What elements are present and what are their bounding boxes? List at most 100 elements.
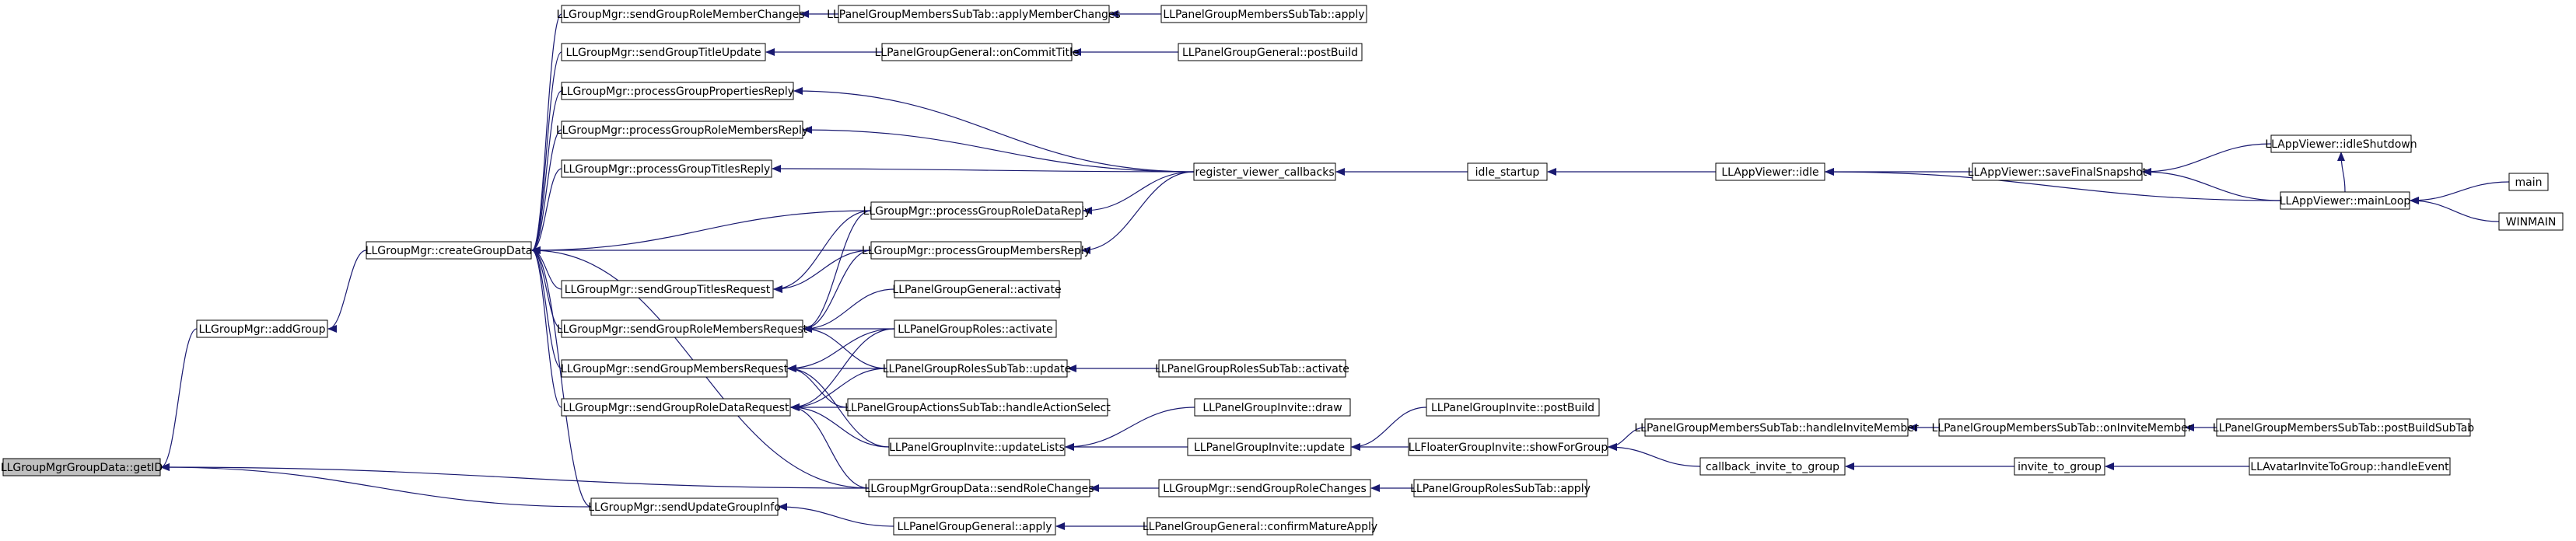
- node-box: [2498, 212, 2564, 231]
- node-box: [2508, 173, 2549, 191]
- node-rolesSubTabActivate[interactable]: LLPanelGroupRolesSubTab::activate: [1155, 359, 1349, 378]
- node-sendGroupRoleMemberChanges[interactable]: LLGroupMgr::sendGroupRoleMemberChanges: [556, 5, 805, 23]
- node-register_viewer_callbacks[interactable]: register_viewer_callbacks: [1193, 162, 1336, 181]
- node-callback_invite_to_group[interactable]: callback_invite_to_group: [1699, 457, 1846, 476]
- node-processGroupRoleDataReply[interactable]: LLGroupMgr::processGroupRoleDataReply: [863, 201, 1091, 220]
- node-box: [868, 479, 1090, 497]
- edge-processGroupPropertiesReply-to-createGroupData: [531, 90, 562, 254]
- edge-processGroupMembersReply-to-sendGroupTitlesRequest: [773, 250, 872, 293]
- edge-generalApply-to-sendUpdateGroupInfo: [778, 503, 894, 527]
- node-label: LLPanelGroupGeneral::activate: [892, 284, 1061, 296]
- node-label: LLPanelGroupMembersSubTab::applyMemberCh…: [827, 9, 1121, 21]
- node-label: LLPanelGroupInvite::updateLists: [889, 442, 1065, 454]
- node-processGroupRoleMembersReply[interactable]: LLGroupMgr::processGroupRoleMembersReply: [556, 120, 808, 139]
- node-sendRoleChanges[interactable]: LLGroupMgrGroupData::sendRoleChanges: [864, 479, 1094, 497]
- node-sendGroupMembersRequest[interactable]: LLGroupMgr::sendGroupMembersRequest: [561, 359, 789, 378]
- node-box: [2249, 457, 2451, 476]
- node-invite_to_group[interactable]: invite_to_group: [2014, 457, 2105, 476]
- node-inviteUpdate[interactable]: LLPanelGroupInvite::update: [1187, 438, 1352, 456]
- edge-sendUpdateGroupInfo-to-createGroupData: [531, 246, 592, 508]
- node-box: [561, 319, 803, 338]
- node-label: LLPanelGroupInvite::update: [1194, 442, 1345, 454]
- node-postBuild[interactable]: LLPanelGroupGeneral::postBuild: [1178, 43, 1363, 61]
- node-label: LLPanelGroupMembersSubTab::handleInviteM…: [1634, 422, 1918, 435]
- node-label: LLGroupMgr::sendUpdateGroupInfo: [588, 501, 781, 514]
- node-label: LLGroupMgr::sendGroupRoleMembersRequest: [557, 323, 808, 336]
- node-membersApply[interactable]: LLPanelGroupMembersSubTab::apply: [1160, 5, 1367, 23]
- node-label: LLGroupMgr::processGroupTitlesReply: [563, 163, 771, 176]
- node-processGroupMembersReply[interactable]: LLGroupMgr::processGroupMembersReply: [862, 241, 1090, 260]
- node-box: [1413, 479, 1587, 497]
- node-box: [893, 517, 1056, 536]
- node-box: [1972, 162, 2143, 181]
- node-box: [561, 120, 803, 139]
- node-box: [1158, 479, 1371, 497]
- node-rolesActivate[interactable]: LLPanelGroupRoles::activate: [894, 319, 1057, 338]
- node-box: [1160, 5, 1367, 23]
- node-box: [1187, 438, 1352, 456]
- node-label: LLPanelGroupRoles::activate: [898, 323, 1053, 336]
- edge-sendGroupRoleMemberChanges-to-createGroupData: [531, 13, 562, 254]
- node-box: [1146, 517, 1374, 536]
- node-onInviteMember[interactable]: LLPanelGroupMembersSubTab::onInviteMembe…: [1932, 418, 2193, 437]
- node-showForGroup[interactable]: LLFloaterGroupInvite::showForGroup: [1408, 438, 1608, 456]
- node-sendGroupTitlesRequest[interactable]: LLGroupMgr::sendGroupTitlesRequest: [561, 280, 774, 298]
- node-sendGroupRoleMembersRequest[interactable]: LLGroupMgr::sendGroupRoleMembersRequest: [557, 319, 808, 338]
- node-generalActivate[interactable]: LLPanelGroupGeneral::activate: [892, 280, 1062, 298]
- node-getID[interactable]: LLGroupMgrGroupData::getID: [1, 458, 163, 476]
- node-rolesSubTabApply[interactable]: LLPanelGroupRolesSubTab::apply: [1410, 479, 1591, 497]
- node-box: [561, 82, 794, 100]
- node-avatarHandleEvent[interactable]: LLAvatarInviteToGroup::handleEvent: [2249, 457, 2451, 476]
- edge-mainLoop-to-appIdle: [1825, 168, 2281, 201]
- node-box: [561, 359, 788, 378]
- node-sendGroupTitleUpdate[interactable]: LLGroupMgr::sendGroupTitleUpdate: [561, 43, 766, 61]
- node-box: [881, 43, 1073, 61]
- edge-rolesActivate-to-sendGroupRoleDataRequest: [790, 328, 895, 411]
- node-createGroupData[interactable]: LLGroupMgr::createGroupData: [366, 241, 533, 260]
- node-handleInviteMember[interactable]: LLPanelGroupMembersSubTab::handleInviteM…: [1634, 418, 1919, 437]
- node-idleShutdown[interactable]: LLAppViewer::idleShutdown: [2265, 134, 2417, 153]
- node-box: [886, 359, 1068, 378]
- node-generalApply[interactable]: LLPanelGroupGeneral::apply: [893, 517, 1056, 536]
- node-label: LLGroupMgr::sendGroupRoleChanges: [1163, 483, 1366, 495]
- node-idle_startup[interactable]: idle_startup: [1467, 162, 1548, 181]
- node-addGroup[interactable]: LLGroupMgr::addGroup: [196, 319, 328, 338]
- node-postBuildSubTab[interactable]: LLPanelGroupMembersSubTab::postBuildSubT…: [2213, 418, 2474, 437]
- node-box: [561, 280, 774, 298]
- node-processGroupPropertiesReply[interactable]: LLGroupMgr::processGroupPropertiesReply: [561, 82, 794, 100]
- node-rolesSubTabUpdate[interactable]: LLPanelGroupRolesSubTab::update: [883, 359, 1072, 378]
- node-label: LLGroupMgr::createGroupData: [366, 245, 533, 257]
- node-confirmMatureApply[interactable]: LLPanelGroupGeneral::confirmMatureApply: [1143, 517, 1377, 536]
- node-box: [561, 43, 766, 61]
- node-label: LLGroupMgr::processGroupPropertiesReply: [561, 86, 794, 98]
- node-sendUpdateGroupInfo[interactable]: LLGroupMgr::sendUpdateGroupInfo: [588, 497, 781, 516]
- node-inviteDraw[interactable]: LLPanelGroupInvite::draw: [1194, 398, 1351, 417]
- node-membersApplyMemberChanges[interactable]: LLPanelGroupMembersSubTab::applyMemberCh…: [827, 5, 1121, 23]
- node-label: LLGroupMgr::processGroupRoleMembersReply: [556, 124, 808, 137]
- edge-processGroupMembersReply-to-sendGroupRoleMembersRequest: [803, 250, 872, 333]
- edge-rolesSubTabUpdate-to-sendGroupRoleDataRequest: [790, 368, 887, 411]
- edge-processGroupRoleMembersReply-to-createGroupData: [531, 129, 562, 254]
- node-label: LLAppViewer::idle: [1721, 166, 1818, 179]
- node-box: [838, 5, 1110, 23]
- node-mainLoop[interactable]: LLAppViewer::mainLoop: [2280, 191, 2411, 210]
- node-box: [894, 319, 1057, 338]
- node-label: LLGroupMgr::sendGroupTitleUpdate: [565, 47, 761, 59]
- edge-sendUpdateGroupInfo-to-getID: [160, 463, 592, 508]
- node-label: LLAppViewer::saveFinalSnapshot: [1968, 166, 2147, 179]
- node-WINMAIN[interactable]: WINMAIN: [2498, 212, 2564, 231]
- node-box: [366, 241, 532, 260]
- node-label: register_viewer_callbacks: [1195, 166, 1334, 179]
- node-updateLists[interactable]: LLPanelGroupInvite::updateLists: [888, 438, 1066, 456]
- edge-mainLoop-to-saveFinalSnapshot: [2142, 168, 2281, 201]
- node-invitePostBuild[interactable]: LLPanelGroupInvite::postBuild: [1426, 398, 1600, 417]
- node-processGroupTitlesReply[interactable]: LLGroupMgr::processGroupTitlesReply: [561, 159, 772, 178]
- node-mgrSendGroupRoleChanges[interactable]: LLGroupMgr::sendGroupRoleChanges: [1158, 479, 1371, 497]
- node-sendGroupRoleDataRequest[interactable]: LLGroupMgr::sendGroupRoleDataRequest: [561, 398, 791, 417]
- node-main[interactable]: main: [2508, 173, 2549, 191]
- node-onCommitTitle[interactable]: LLPanelGroupGeneral::onCommitTitle: [874, 43, 1080, 61]
- node-saveFinalSnapshot[interactable]: LLAppViewer::saveFinalSnapshot: [1968, 162, 2147, 181]
- node-appIdle[interactable]: LLAppViewer::idle: [1715, 162, 1825, 181]
- node-handleActionSelect[interactable]: LLPanelGroupActionsSubTab::handleActionS…: [845, 398, 1111, 417]
